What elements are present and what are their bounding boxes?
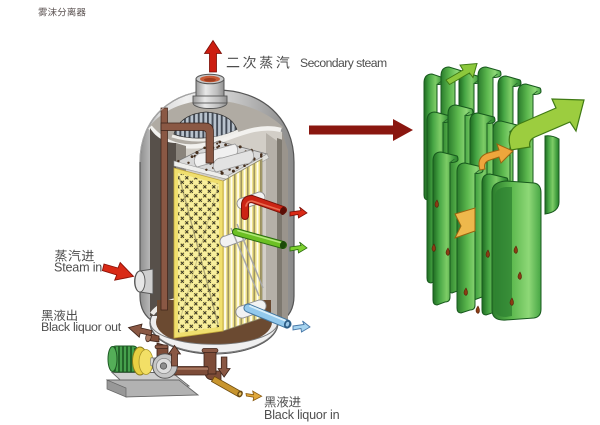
svg-text:Black liquor in: Black liquor in [264, 408, 340, 422]
svg-text:Black liquor out: Black liquor out [41, 320, 122, 334]
svg-text:Steam in: Steam in [54, 261, 102, 275]
svg-text:Secondary steam: Secondary steam [300, 56, 387, 70]
